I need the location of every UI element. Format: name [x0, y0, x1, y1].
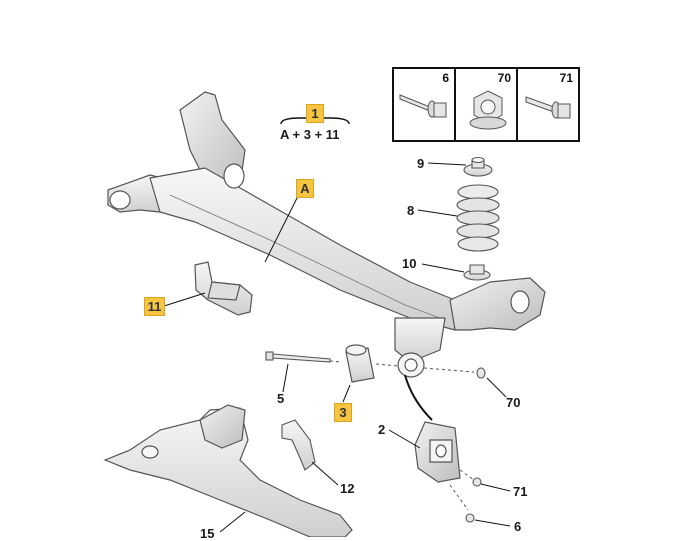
fastener-box-6: 6	[392, 67, 456, 142]
flange-nut-icon	[469, 90, 507, 130]
flange-bolt-icon	[399, 94, 447, 118]
fastener-box-70: 70	[454, 67, 518, 142]
spring-lower-pad	[463, 264, 491, 281]
kit-ref-badge: 1	[306, 104, 324, 123]
fastener-ref-6: 6	[442, 71, 449, 85]
long-bolt	[265, 351, 331, 363]
callout-nut-70: 70	[506, 395, 521, 410]
callout-bracket-11: 11	[144, 297, 165, 316]
coil-spring	[456, 184, 500, 252]
flange-bolt-icon	[525, 96, 571, 119]
fastener-box-71: 71	[516, 67, 580, 142]
callout-mount-2: 2	[378, 422, 386, 437]
leader-lines	[163, 162, 511, 533]
kit-formula: A + 3 + 11	[280, 127, 340, 142]
fastener-ref-71: 71	[559, 71, 573, 85]
callout-clip-12: 12	[340, 481, 355, 496]
callout-cup-9: 9	[417, 156, 425, 171]
fastener-ref-70: 70	[497, 71, 511, 85]
callout-bush-3: 3	[334, 403, 352, 422]
callout-axle: A	[296, 179, 314, 198]
callout-shield-15: 15	[200, 526, 215, 541]
callout-bolt-71: 71	[513, 484, 528, 499]
callout-pad-10: 10	[402, 256, 417, 271]
callout-bolt-5: 5	[277, 391, 285, 406]
cable-clip	[281, 419, 316, 471]
axle-bracket	[194, 261, 253, 316]
callout-bolt-6: 6	[514, 519, 522, 534]
spring-upper-cup	[463, 156, 493, 177]
underbody-shield	[103, 404, 353, 537]
axle-bush	[345, 344, 375, 383]
flange-nut	[476, 367, 486, 379]
small-bolt	[465, 477, 482, 523]
rear-axle-beam	[107, 91, 546, 378]
callout-spring-8: 8	[407, 203, 415, 218]
axle-mounting-bracket	[414, 421, 461, 483]
